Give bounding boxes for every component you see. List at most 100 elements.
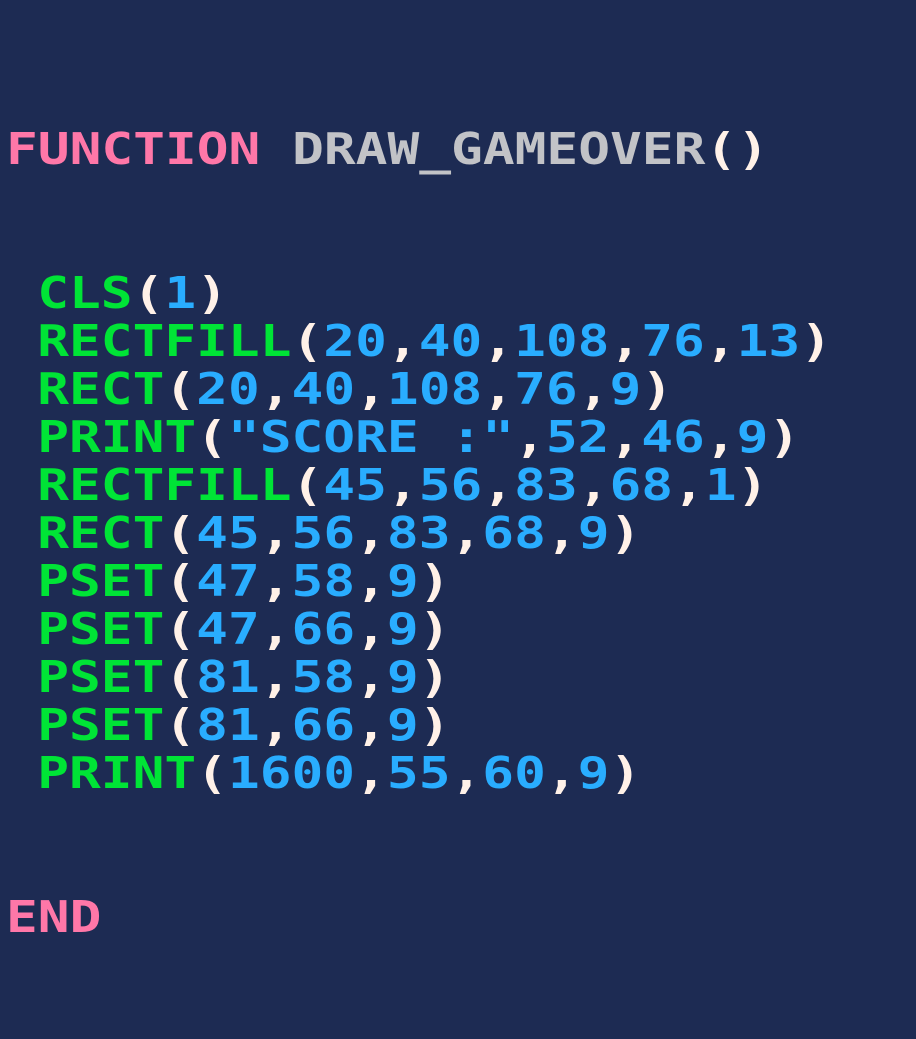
comma: , [259,364,292,415]
builtin-call-name: RECT [37,364,165,415]
code-editor[interactable]: FUNCTION DRAW_GAMEOVER() CLS(1)RECTFILL(… [0,0,916,942]
builtin-call-name: CLS [37,268,133,319]
code-line[interactable]: PSET(47,66,9) [6,606,916,654]
code-line[interactable]: RECTFILL(45,56,83,68,1) [6,462,916,510]
comma: , [355,604,387,655]
number-literal: 66 [291,604,356,655]
comma: , [259,508,292,559]
function-name: DRAW_GAMEOVER [292,124,706,175]
number-literal: 46 [641,412,705,463]
comma: , [704,316,737,367]
comma: , [577,364,610,415]
builtin-call-name: RECTFILL [37,316,292,367]
code-area[interactable]: FUNCTION DRAW_GAMEOVER() CLS(1)RECTFILL(… [6,30,916,1038]
number-literal: 83 [386,508,451,559]
close-paren: ) [768,412,801,463]
code-line[interactable]: PSET(81,66,9) [6,702,916,750]
code-line[interactable]: RECTFILL(20,40,108,76,13) [6,318,916,366]
comma: , [259,652,292,703]
code-line[interactable]: RECT(20,40,108,76,9) [6,366,916,414]
number-literal: 83 [514,460,578,511]
comma: , [355,556,387,607]
function-body: CLS(1)RECTFILL(20,40,108,76,13)RECT(20,4… [6,270,916,798]
number-literal: 55 [386,748,451,799]
open-paren: ( [132,268,165,319]
number-literal: 60 [482,748,546,799]
comma: , [355,364,387,415]
close-paren: ) [196,268,228,319]
comma: , [482,364,515,415]
builtin-call-name: PSET [37,556,165,607]
number-literal: 58 [291,652,356,703]
comma: , [259,604,292,655]
comma: , [545,748,578,799]
number-literal: 47 [196,604,260,655]
open-paren: ( [164,700,197,751]
comma: , [673,460,705,511]
number-literal: 56 [418,460,483,511]
builtin-call-name: PSET [37,604,165,655]
comma: , [259,700,292,751]
code-line[interactable]: PSET(47,58,9) [6,558,916,606]
number-literal: 81 [196,700,260,751]
open-paren: ( [291,460,324,511]
number-literal: 1600 [227,748,356,799]
open-paren: ( [164,508,197,559]
comma: , [609,316,642,367]
number-literal: 66 [291,700,356,751]
number-literal: 9 [386,700,419,751]
comma: , [355,508,387,559]
builtin-call-name: RECT [37,508,165,559]
comma: , [259,556,292,607]
number-literal: 9 [386,652,419,703]
number-literal: 45 [323,460,387,511]
number-literal: 81 [196,652,260,703]
open-paren: ( [164,604,197,655]
comma: , [609,412,642,463]
code-line-function-header[interactable]: FUNCTION DRAW_GAMEOVER() [6,126,916,174]
open-paren: ( [196,412,228,463]
function-parens: () [705,124,769,175]
close-paren: ) [800,316,833,367]
builtin-call-name: PRINT [37,748,197,799]
number-literal: 9 [609,364,642,415]
comma: , [450,748,483,799]
number-literal: 20 [196,364,260,415]
code-line[interactable]: PRINT(1600,55,60,9) [6,750,916,798]
number-literal: 52 [545,412,610,463]
number-literal: 13 [736,316,801,367]
close-paren: ) [418,604,451,655]
code-line[interactable]: PRINT("SCORE :",52,46,9) [6,414,916,462]
number-literal: 68 [482,508,546,559]
number-literal: 9 [386,604,419,655]
close-paren: ) [418,700,451,751]
number-literal: 9 [386,556,419,607]
builtin-call-name: PSET [37,700,165,751]
number-literal: 9 [577,748,610,799]
code-line[interactable]: CLS(1) [6,270,916,318]
close-paren: ) [418,556,451,607]
number-literal: 40 [291,364,356,415]
number-literal: 68 [609,460,674,511]
close-paren: ) [609,748,642,799]
number-literal: 9 [577,508,610,559]
comma: , [545,508,578,559]
comma: , [355,652,387,703]
string-literal: "SCORE :" [227,412,515,463]
number-literal: 20 [323,316,387,367]
comma: , [355,700,387,751]
comma: , [450,508,483,559]
code-line[interactable]: RECT(45,56,83,68,9) [6,510,916,558]
code-line[interactable]: PSET(81,58,9) [6,654,916,702]
close-paren: ) [609,508,642,559]
open-paren: ( [164,556,197,607]
open-paren: ( [196,748,228,799]
code-line-end[interactable]: END [6,894,916,942]
comma: , [577,460,610,511]
close-paren: ) [641,364,674,415]
keyword-function: FUNCTION [6,124,261,175]
number-literal: 47 [196,556,260,607]
comma: , [482,316,515,367]
keyword-end: END [6,892,102,943]
comma: , [482,460,515,511]
